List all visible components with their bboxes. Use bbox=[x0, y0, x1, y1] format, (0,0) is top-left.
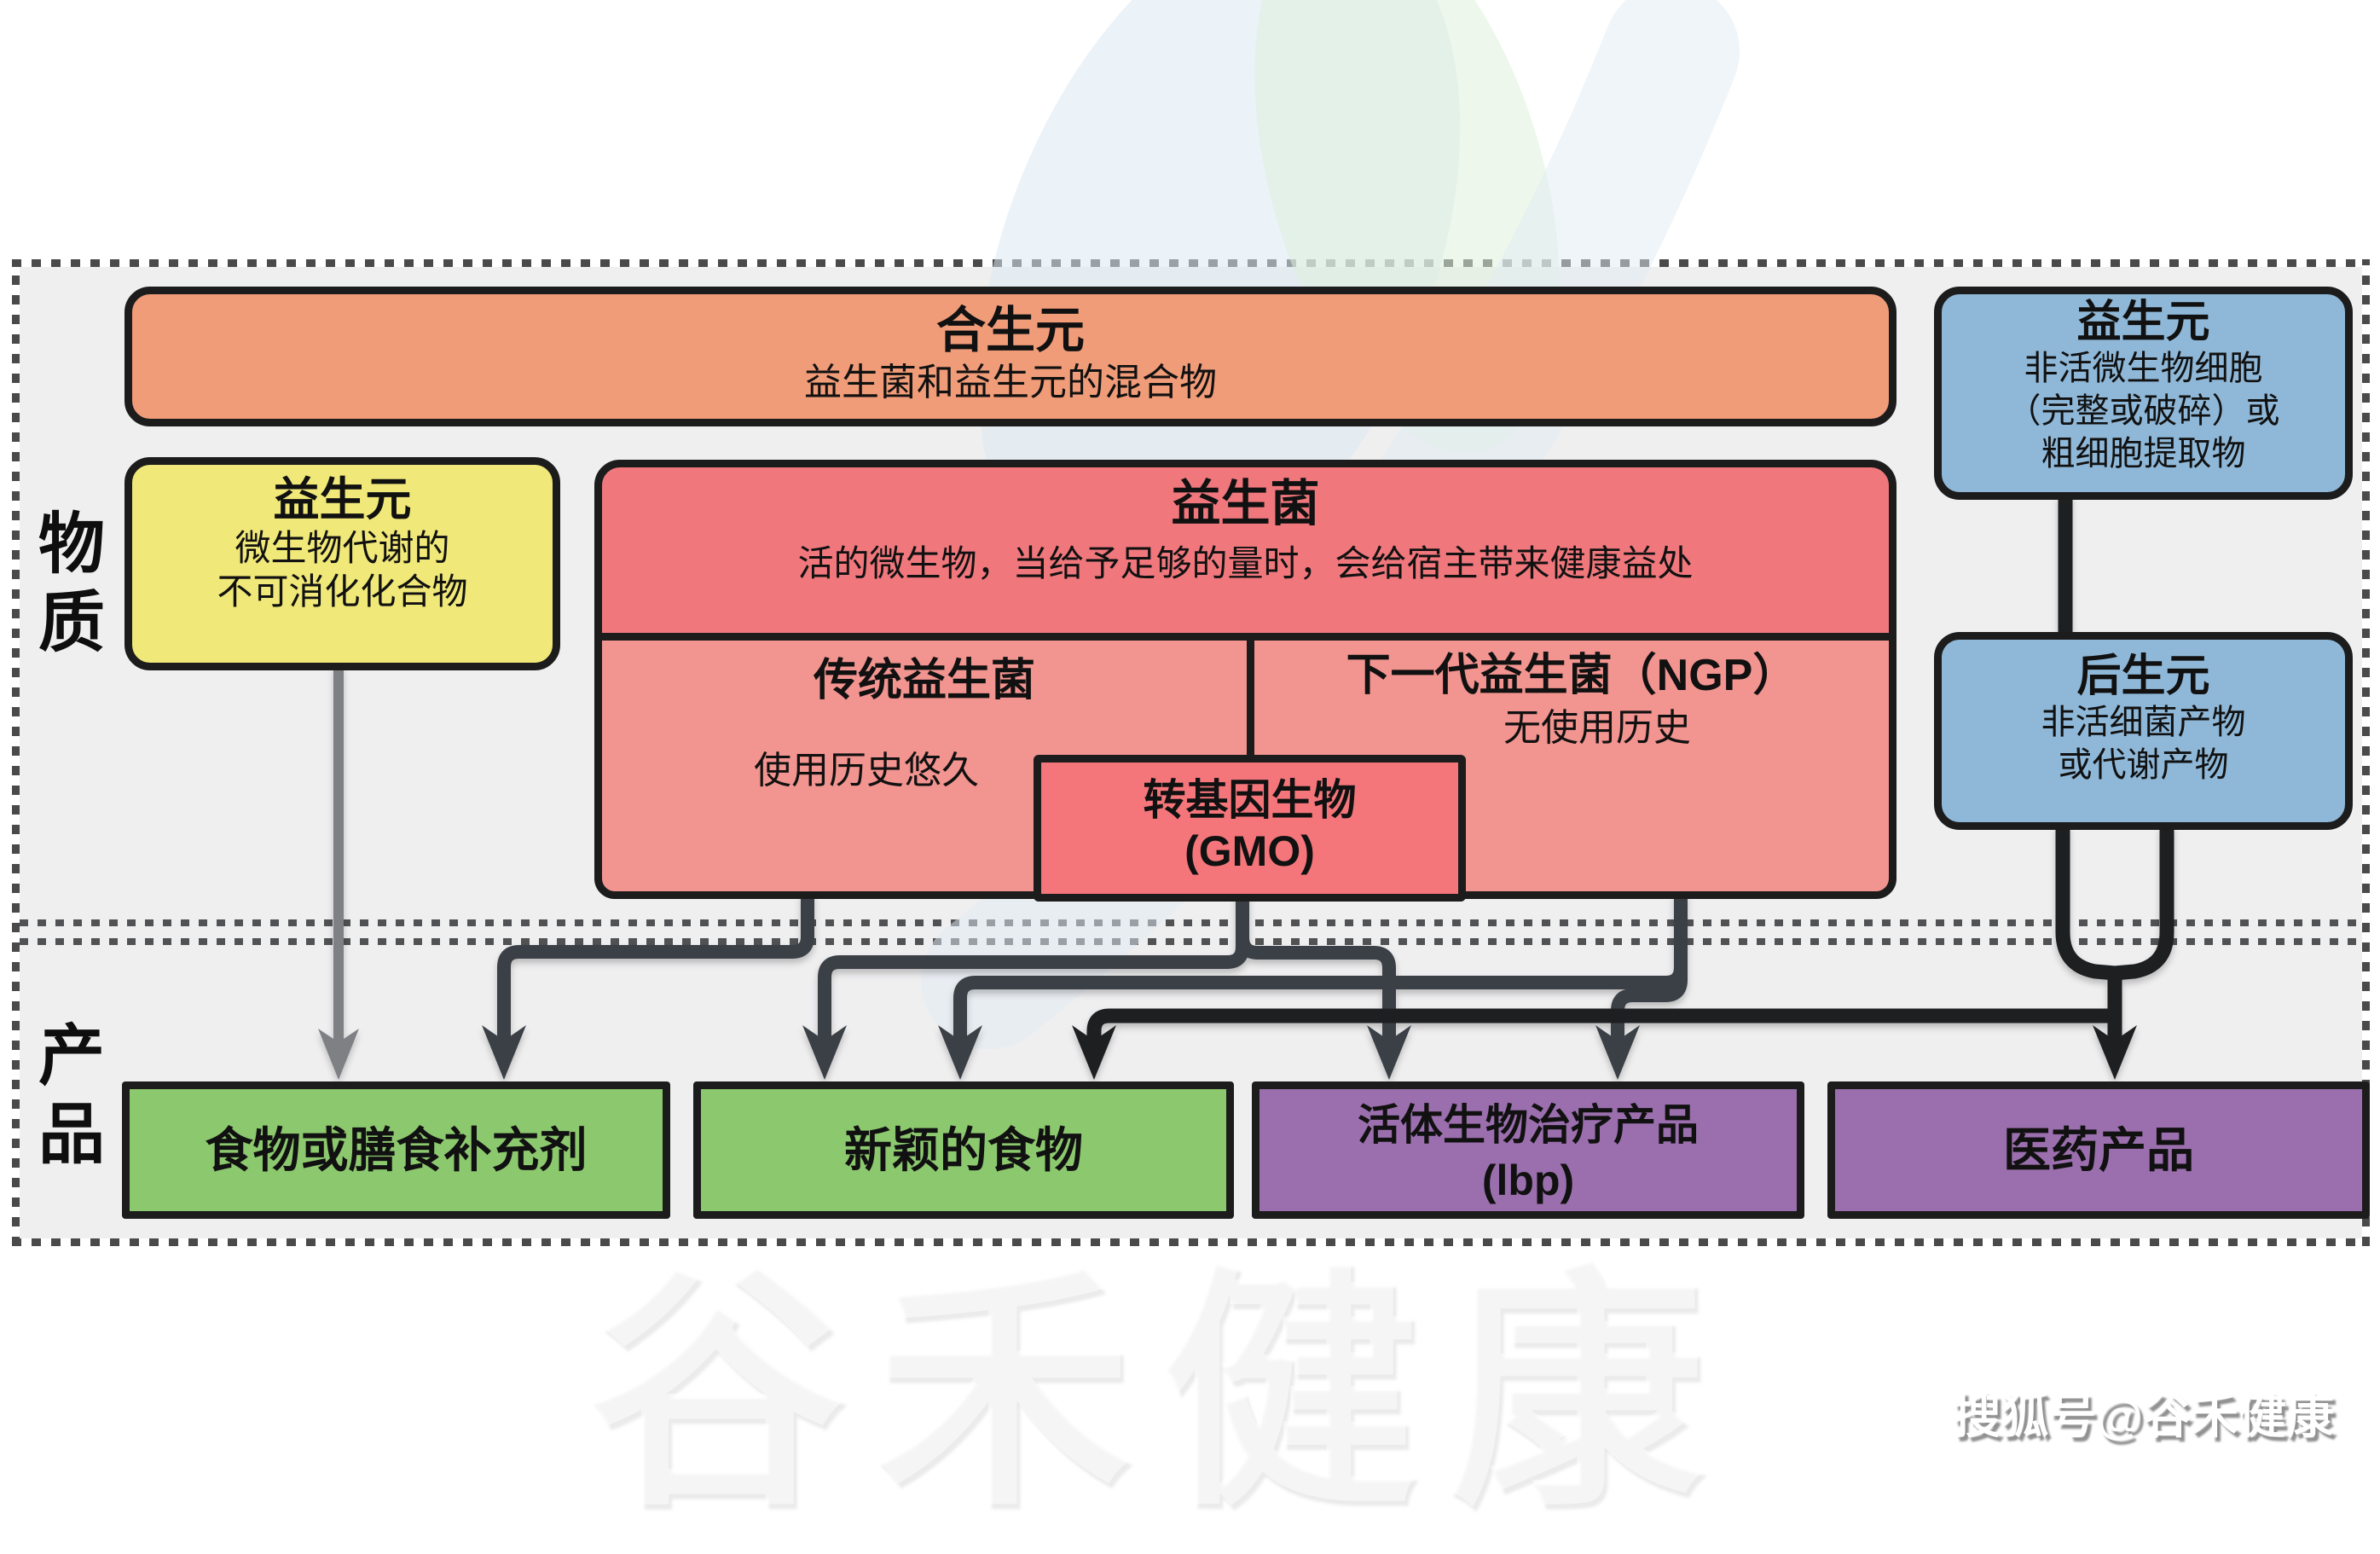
side-label-products: 产品 bbox=[29, 1020, 104, 1177]
paraprobiotics-desc-line3: 粗细胞提取物 bbox=[2041, 435, 2246, 473]
frame-right-dotted-border bbox=[2362, 259, 2370, 1246]
box-novel-food: 新颖的食物 bbox=[693, 1081, 1234, 1219]
probiotics-title: 益生菌 bbox=[1171, 476, 1320, 531]
postbiotics-desc-line1: 非活细菌产物 bbox=[2041, 704, 2246, 742]
paraprobiotics-desc-line2: （完整或破碎）或 bbox=[2006, 392, 2280, 431]
box-gmo: 转基因生物 (GMO) bbox=[1034, 755, 1466, 902]
box-probiotics: 益生菌 活的微生物，当给予足够的量时，会给宿主带来健康益处 传统益生菌 使用历史… bbox=[594, 460, 1896, 902]
substances-products-divider-row2 bbox=[20, 938, 2362, 945]
paraprobiotics-desc-line1: 非活微生物细胞 bbox=[2024, 350, 2263, 388]
box-prebiotics: 益生元 微生物代谢的 不可消化化合物 bbox=[125, 457, 560, 670]
gmo-subtitle: (GMO) bbox=[1184, 827, 1315, 875]
ngp-desc: 无使用历史 bbox=[1503, 707, 1691, 750]
postbiotics-desc-line2: 或代谢产物 bbox=[2058, 746, 2229, 785]
box-postbiotics: 后生元 非活细菌产物 或代谢产物 bbox=[1934, 632, 2353, 830]
postbiotics-title: 后生元 bbox=[2076, 652, 2210, 701]
synbiotics-title: 合生元 bbox=[935, 303, 1085, 358]
pharma-title: 医药产品 bbox=[2003, 1123, 2194, 1177]
food-supplements-title: 食物或膳食补充剂 bbox=[205, 1123, 588, 1177]
substances-products-divider-row1 bbox=[20, 919, 2362, 926]
frame-top-dotted-border bbox=[12, 259, 2362, 267]
synbiotics-desc: 益生菌和益生元的混合物 bbox=[804, 361, 1217, 403]
box-food-supplements: 食物或膳食补充剂 bbox=[122, 1081, 670, 1219]
biotics-classification-diagram: { "side_labels": { "substances": "物质", "… bbox=[12, 0, 2370, 1534]
traditional-probiotics-title: 传统益生菌 bbox=[813, 656, 1035, 705]
lbp-title: 活体生物治疗产品 bbox=[1358, 1101, 1699, 1149]
lbp-subtitle: (lbp) bbox=[1481, 1157, 1575, 1204]
prebiotics-desc-line2: 不可消化化合物 bbox=[217, 571, 468, 612]
prebiotics-title: 益生元 bbox=[273, 474, 412, 525]
novel-food-title: 新颖的食物 bbox=[844, 1123, 1083, 1177]
box-synbiotics: 合生元 益生菌和益生元的混合物 bbox=[125, 287, 1896, 426]
probiotics-subtypes-area: 传统益生菌 使用历史悠久 下一代益生菌（NGP） 无使用历史 转基因生物 (GM… bbox=[594, 633, 1896, 902]
ngp-title: 下一代益生菌（NGP） bbox=[1346, 651, 1798, 700]
side-label-substances: 物质 bbox=[29, 508, 104, 665]
paraprobiotics-title: 益生元 bbox=[2076, 298, 2210, 347]
prebiotics-desc-line1: 微生物代谢的 bbox=[235, 528, 450, 569]
watermark-credit: 搜狐号@谷禾健康 bbox=[1953, 1389, 2334, 1443]
frame-left-dotted-border bbox=[12, 259, 20, 1246]
probiotics-desc: 活的微生物，当给予足够的量时，会给宿主带来健康益处 bbox=[797, 542, 1694, 583]
box-pharma: 医药产品 bbox=[1827, 1081, 2370, 1219]
box-lbp: 活体生物治疗产品 (lbp) bbox=[1252, 1081, 1804, 1219]
gmo-title: 转基因生物 bbox=[1143, 776, 1357, 824]
frame-bottom-dotted-border bbox=[12, 1238, 2362, 1246]
box-paraprobiotics: 益生元 非活微生物细胞 （完整或破碎）或 粗细胞提取物 bbox=[1934, 287, 2353, 500]
